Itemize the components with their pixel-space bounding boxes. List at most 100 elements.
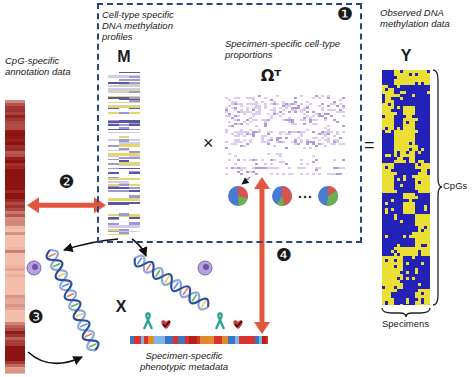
heatmap-cell — [406, 250, 409, 253]
heatmap-cell — [300, 167, 303, 169]
heatmap-cell — [270, 131, 273, 133]
heatmap-cell — [427, 184, 430, 187]
heatmap-cell — [406, 115, 409, 118]
heatmap-cell — [108, 145, 119, 147]
heatmap-cell — [342, 125, 345, 127]
heatmap-cell — [385, 193, 388, 196]
heatmap-cell — [385, 109, 388, 112]
heatmap-cell — [421, 166, 424, 169]
heatmap-cell — [394, 232, 397, 235]
heatmap-cell — [406, 271, 409, 274]
heatmap-cell — [339, 99, 342, 101]
heatmap-cell — [424, 124, 427, 127]
heatmap-cell — [415, 193, 418, 196]
heatmap-cell — [108, 102, 119, 104]
heatmap-cell — [415, 97, 418, 100]
heatmap-cell — [424, 106, 427, 109]
heatmap-cell — [300, 109, 303, 111]
heatmap-cell — [394, 100, 397, 103]
heatmap-cell — [282, 105, 285, 107]
heatmap-cell — [108, 211, 119, 213]
heatmap-cell — [291, 107, 294, 109]
heatmap-cell — [424, 226, 427, 229]
heatmap-cell — [406, 166, 409, 169]
heatmap-cell — [403, 208, 406, 211]
heatmap-cell — [403, 160, 406, 163]
heatmap-cell — [324, 135, 327, 137]
heatmap-cell — [406, 157, 409, 160]
heatmap-cell — [312, 155, 315, 157]
heatmap-cell — [300, 131, 303, 133]
heatmap-cell — [385, 175, 388, 178]
pie-chart — [318, 186, 338, 206]
heatmap-cell — [108, 229, 119, 231]
heatmap-cell — [129, 184, 140, 186]
heatmap-cell — [324, 119, 327, 121]
heatmap-cell — [385, 160, 388, 163]
heatmap-cell — [388, 229, 391, 232]
heatmap-cell — [108, 234, 119, 236]
heatmap-cell — [119, 78, 130, 80]
heatmap-cell — [424, 136, 427, 139]
heatmap-cell — [421, 256, 424, 259]
heatmap-cell — [403, 106, 406, 109]
heatmap-cell — [421, 85, 424, 88]
heatmap-cell — [333, 167, 336, 169]
heatmap-cell — [382, 205, 385, 208]
heatmap-cell — [424, 205, 427, 208]
heatmap-cell — [119, 195, 130, 197]
heatmap-cell — [285, 103, 288, 105]
heatmap-cell — [394, 139, 397, 142]
heatmap-cell — [255, 105, 258, 107]
heatmap-cell — [385, 76, 388, 79]
heatmap-cell — [388, 274, 391, 277]
heatmap-cell — [129, 117, 140, 119]
heatmap-cell — [397, 136, 400, 139]
heatmap-cell — [421, 169, 424, 172]
heatmap-cell — [108, 103, 119, 105]
heatmap-cell — [394, 214, 397, 217]
heatmap-cell — [409, 220, 412, 223]
heatmap-cell — [415, 241, 418, 244]
heatmap-cell — [267, 119, 270, 121]
heatmap-cell — [129, 73, 140, 75]
heatmap-cell — [403, 205, 406, 208]
heatmap-cell — [406, 142, 409, 145]
heatmap-cell — [279, 161, 282, 163]
heatmap-cell — [421, 259, 424, 262]
heatmap-cell — [409, 103, 412, 106]
heatmap-cell — [342, 111, 345, 113]
heatmap-cell — [409, 121, 412, 124]
heatmap-cell — [108, 118, 119, 120]
heatmap-cell — [415, 136, 418, 139]
heatmap-cell — [418, 127, 421, 130]
heatmap-cell — [129, 106, 140, 108]
heatmap-cell — [243, 113, 246, 115]
heatmap-cell — [246, 143, 249, 145]
heatmap-cell — [382, 265, 385, 268]
drawing-part — [76, 314, 83, 317]
heatmap-cell — [382, 79, 385, 82]
heatmap-cell — [418, 187, 421, 190]
heatmap-cell — [427, 283, 430, 286]
heatmap-cell — [382, 160, 385, 163]
heatmap-cell — [403, 187, 406, 190]
heatmap-cell — [119, 123, 130, 125]
heatmap-cell — [421, 274, 424, 277]
heatmap-cell — [108, 165, 119, 167]
heatmap-cell — [403, 94, 406, 97]
heatmap-cell — [246, 111, 249, 113]
heatmap-cell — [129, 196, 140, 198]
cell-icon — [198, 261, 212, 275]
heatmap-cell — [119, 103, 130, 105]
heatmap-cell — [415, 94, 418, 97]
heatmap-cell — [252, 115, 255, 117]
heatmap-cell — [108, 150, 119, 152]
heatmap-cell — [108, 153, 119, 155]
heatmap-cell — [270, 137, 273, 139]
heatmap-cell — [424, 163, 427, 166]
heatmap-cell — [409, 142, 412, 145]
heatmap-cell — [415, 169, 418, 172]
heatmap-cell — [255, 107, 258, 109]
heatmap-cell — [388, 178, 391, 181]
